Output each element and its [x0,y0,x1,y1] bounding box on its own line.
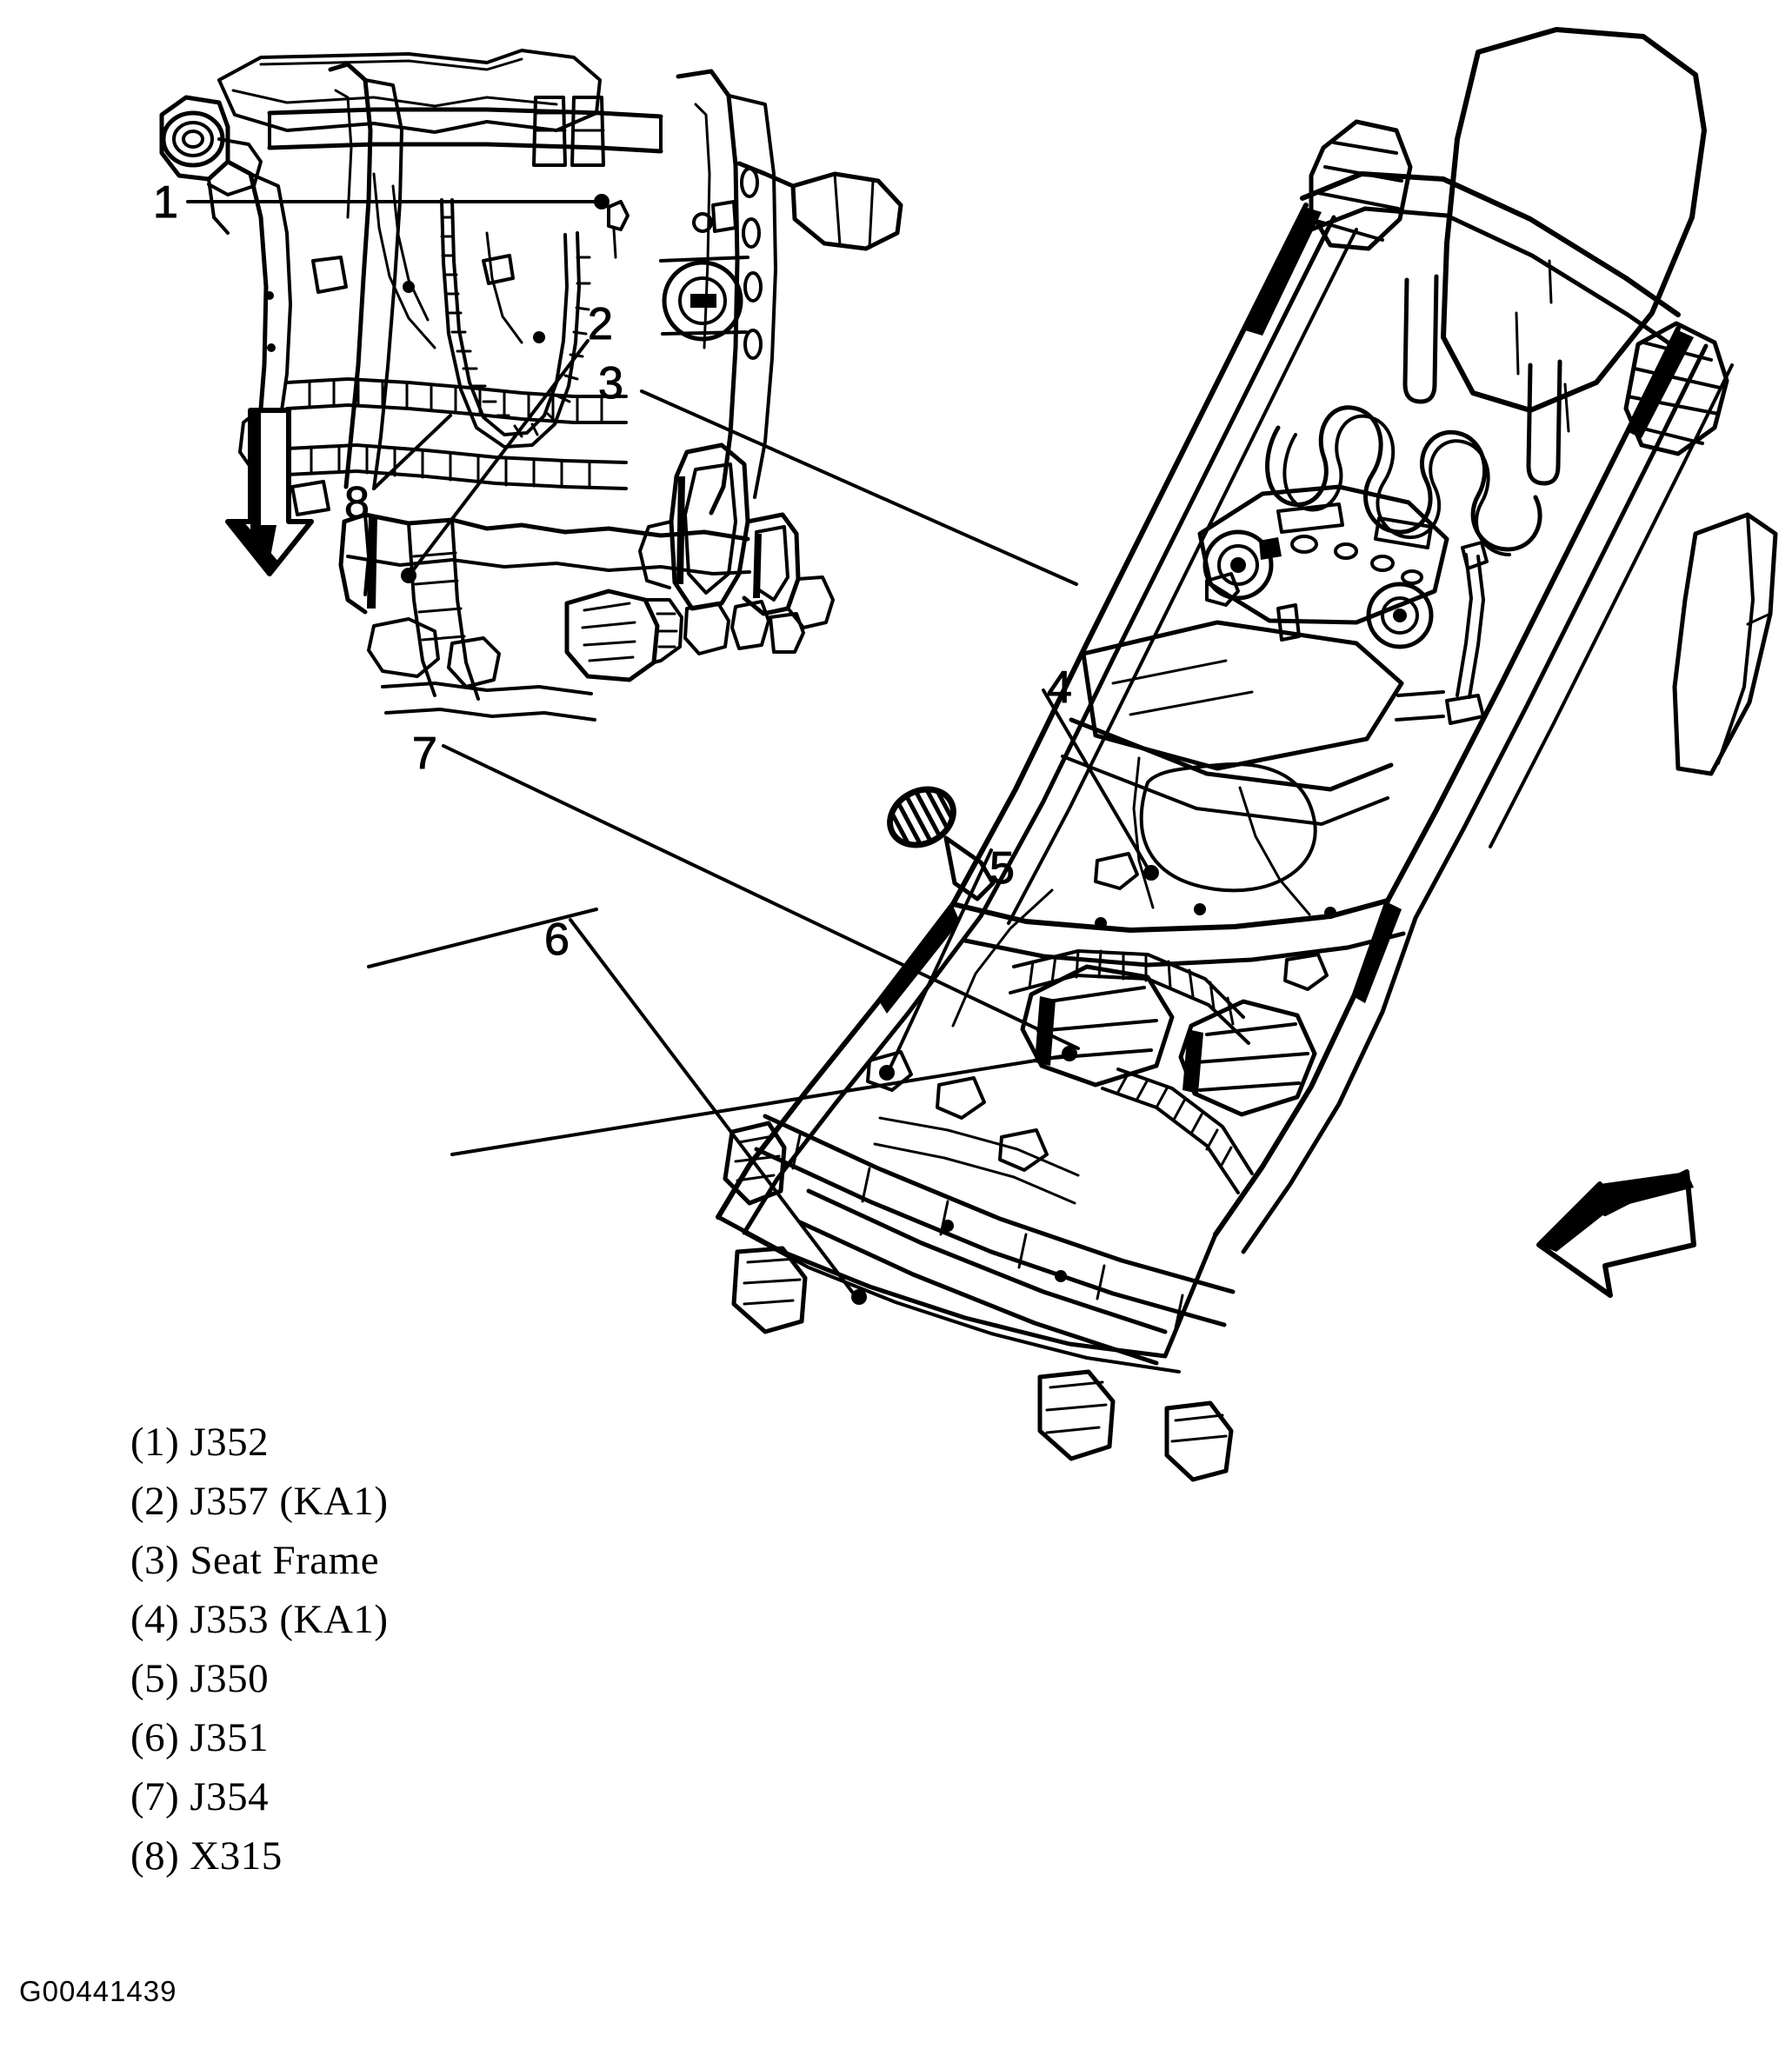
callout-leaders-fix [372,414,1080,1050]
legend-item: (1)J352 [130,1413,913,1472]
legend-item: (7)J354 [130,1767,913,1826]
callout-numbers: 1 2 3 4 5 6 7 8 [153,177,1073,966]
headrest-guide-left [1309,119,1413,251]
legend-index: (4) [130,1597,180,1642]
legend-index: (3) [130,1538,180,1583]
upper-left-assembly [159,49,903,722]
legend-item: (8)X315 [130,1826,913,1886]
legend-label: Seat Frame [190,1538,380,1583]
legend-list: (1)J352 (2)J357 (KA1) (3)Seat Frame (4)J… [130,1413,913,1886]
seat-back-s-spring [1265,405,1542,556]
down-arrow-icon [225,408,314,576]
callout-label-4: 4 [1047,662,1072,713]
callout-label-3: 3 [598,358,623,409]
legend-label: J353 (KA1) [190,1597,389,1642]
legend-label: J357 (KA1) [190,1479,389,1524]
headrest [1441,27,1707,433]
callout-label-1: 1 [153,177,178,228]
callout-label-6: 6 [544,915,570,965]
callout-leaders [186,194,1159,1305]
legend-item: (2)J357 (KA1) [130,1472,913,1531]
legend-label: J351 [190,1715,270,1760]
legend-index: (5) [130,1656,180,1701]
main-seat-assembly [716,27,1778,1482]
legend-index: (2) [130,1479,180,1524]
left-down-arrow-icon [1536,1169,1696,1298]
legend-index: (8) [130,1833,180,1879]
figure-code: G00441439 [19,1975,177,2007]
legend-label: X315 [190,1833,283,1879]
legend-label: J354 [190,1774,270,1819]
legend-label: J352 [190,1420,270,1465]
legend-index: (6) [130,1715,180,1760]
legend-item: (5)J350 [130,1649,913,1708]
legend-item: (4)J353 (KA1) [130,1590,913,1649]
legend-label: J350 [190,1656,270,1701]
seat-adjuster-knob [880,779,963,856]
legend-index: (7) [130,1774,180,1819]
legend-index: (1) [130,1420,180,1465]
callout-label-5: 5 [989,843,1015,894]
callout-label-7: 7 [412,728,437,779]
legend-item: (6)J351 [130,1708,913,1767]
callout-label-8: 8 [344,478,370,529]
callout-label-2: 2 [588,299,613,349]
legend-item: (3)Seat Frame [130,1531,913,1590]
